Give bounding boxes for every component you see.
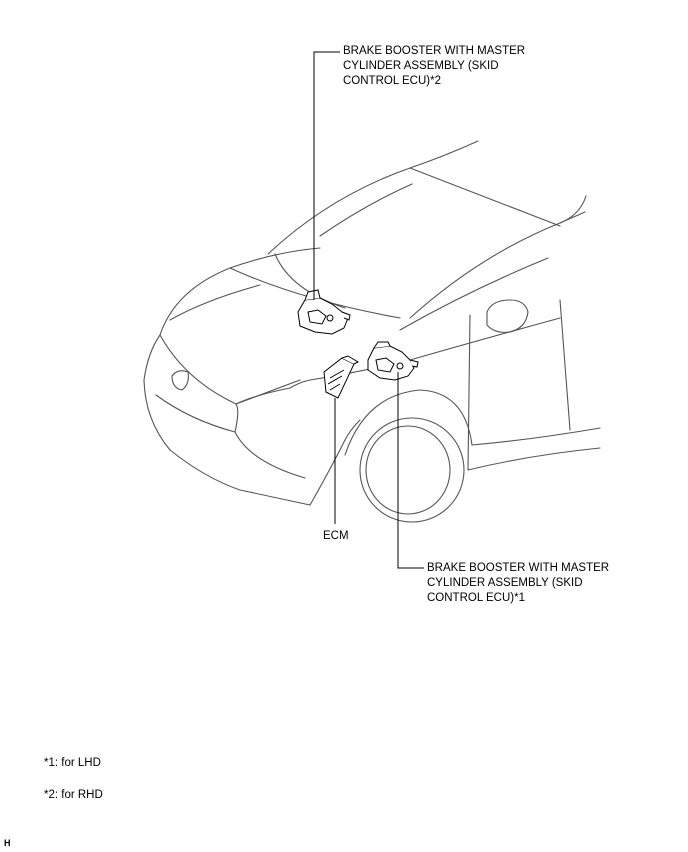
callout-line: BRAKE BOOSTER WITH MASTER	[427, 562, 610, 574]
leader-line-bottom	[397, 372, 424, 569]
footnote-rhd: *2: for RHD	[44, 789, 103, 801]
car-outline	[143, 140, 601, 523]
callout-ecm: ECM	[323, 530, 349, 542]
callout-line: CYLINDER ASSEMBLY (SKID	[343, 60, 499, 72]
leader-lines	[313, 51, 424, 569]
callout-brake-booster-lhd: BRAKE BOOSTER WITH MASTER CYLINDER ASSEM…	[427, 561, 609, 606]
leader-line-top	[313, 51, 340, 300]
illustration-code: H	[4, 838, 11, 848]
footnote-lhd: *1: for LHD	[44, 757, 101, 769]
callout-line: CONTROL ECU)*2	[343, 75, 441, 87]
callout-brake-booster-rhd: BRAKE BOOSTER WITH MASTER CYLINDER ASSEM…	[343, 44, 525, 89]
ecm-icon	[323, 355, 360, 399]
brake-booster-lhd-icon	[367, 341, 419, 381]
callout-line: CONTROL ECU)*1	[427, 592, 525, 604]
callout-line: CYLINDER ASSEMBLY (SKID	[427, 577, 583, 589]
callout-line: BRAKE BOOSTER WITH MASTER	[343, 45, 526, 57]
brake-booster-rhd-icon	[297, 289, 351, 335]
